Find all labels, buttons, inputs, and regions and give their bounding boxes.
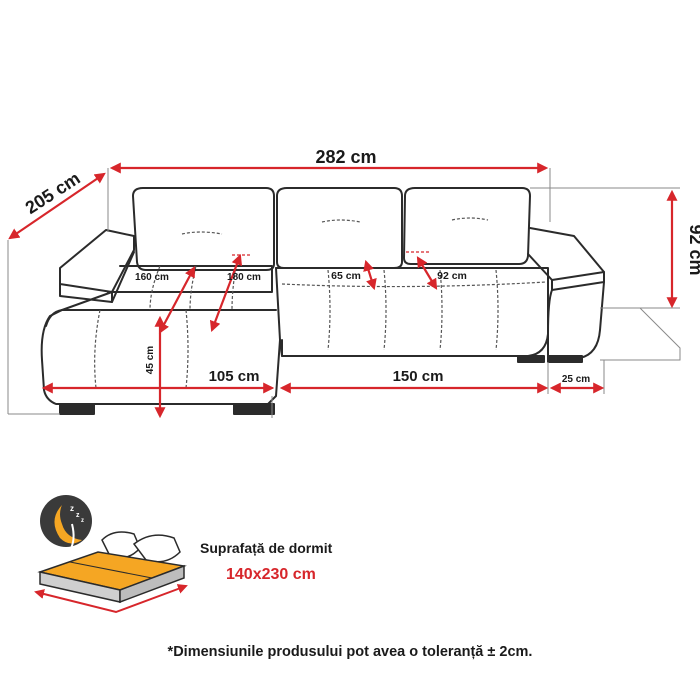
arrow-180	[209, 253, 243, 333]
sleeping-surface-label: Suprafață de dormit	[200, 540, 333, 556]
sleeping-moon-icon: z z z	[40, 495, 92, 551]
label-total-width: 282 cm	[315, 147, 376, 167]
label-main-width: 150 cm	[393, 368, 444, 385]
label-seat-depth-2: 92 cm	[437, 270, 467, 282]
reference-lines	[7, 168, 681, 418]
label-seat-depth: 65 cm	[331, 270, 361, 282]
svg-text:z: z	[81, 518, 84, 524]
back-cushion-right	[403, 187, 531, 265]
cushion-stitching	[94, 217, 547, 389]
back-cushion-middle	[276, 187, 403, 269]
dimension-arrows	[8, 162, 678, 419]
label-bed-depth: 180 cm	[227, 272, 261, 283]
arrow-160	[158, 266, 196, 334]
label-arm-width: 25 cm	[562, 374, 590, 385]
main-seat	[275, 267, 549, 357]
back-cushion-left	[132, 187, 275, 271]
right-arm	[527, 227, 605, 281]
arrow-205	[8, 172, 106, 240]
svg-text:z: z	[76, 512, 80, 519]
tolerance-note: *Dimensiunile produsului pot avea o tole…	[167, 644, 533, 660]
label-chaise-width: 105 cm	[209, 368, 260, 385]
label-seat-height: 45 cm	[145, 346, 156, 374]
label-chaise-depth: 160 cm	[135, 272, 169, 283]
label-height: 92 cm	[686, 224, 700, 275]
sleeping-surface-size: 140x230 cm	[226, 566, 316, 583]
arrow-65	[363, 259, 377, 291]
arrow-92-seat	[416, 256, 438, 290]
left-arm	[59, 229, 135, 293]
svg-text:z: z	[70, 504, 74, 513]
bed-icon	[34, 531, 188, 614]
